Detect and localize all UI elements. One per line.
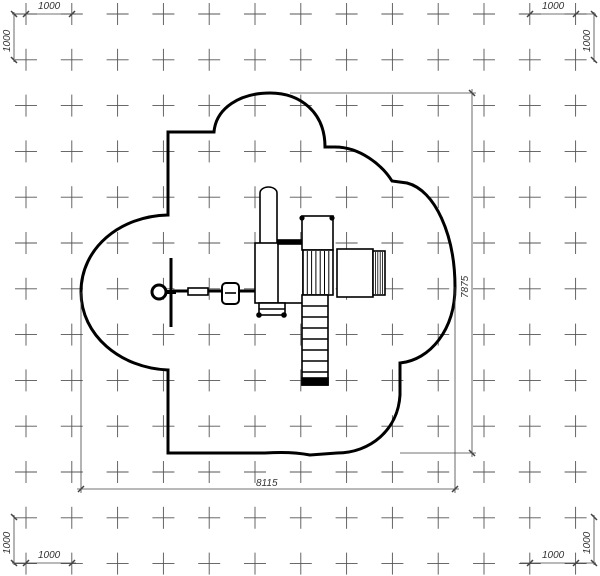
- corner-dimension-bottom-left: [10, 513, 76, 567]
- corner-dimension-bottom-right-h: 1000: [542, 550, 565, 561]
- tube-slide: [259, 186, 278, 243]
- tower: [254, 242, 304, 304]
- height-dimension-label: 7875: [460, 275, 471, 298]
- corner-dimension-top-right-v: 1000: [582, 29, 593, 52]
- corner-dimension-top-right: [520, 10, 598, 64]
- corner-dimension-top-right-h: 1000: [542, 1, 565, 12]
- corner-dimension-bottom-left-v: 1000: [2, 531, 13, 554]
- grid-crosses: [15, 3, 587, 575]
- tower-step: [256, 302, 287, 318]
- playground-equipment: [150, 186, 386, 386]
- width-dimension-label: 8115: [256, 478, 278, 489]
- ladder: [301, 294, 329, 386]
- slide-end: [372, 250, 386, 296]
- corner-dimension-bottom-right: [520, 513, 598, 567]
- corner-dimension-bottom-right-v: 1000: [582, 531, 593, 554]
- height-dimension: [290, 89, 476, 457]
- corner-dimension-bottom-left-h: 1000: [38, 550, 61, 561]
- width-dimension: [77, 287, 459, 493]
- safety-zone-outline: [79, 91, 457, 457]
- steering-wheel: [150, 283, 168, 301]
- swing-seat: [187, 287, 209, 296]
- corner-dimension-top-left-v: 1000: [2, 29, 13, 52]
- slide: [336, 248, 374, 298]
- climbing-panel: [301, 215, 334, 251]
- corner-dimension-top-left-h: 1000: [38, 1, 61, 12]
- corner-dimension-top-left: [10, 10, 76, 64]
